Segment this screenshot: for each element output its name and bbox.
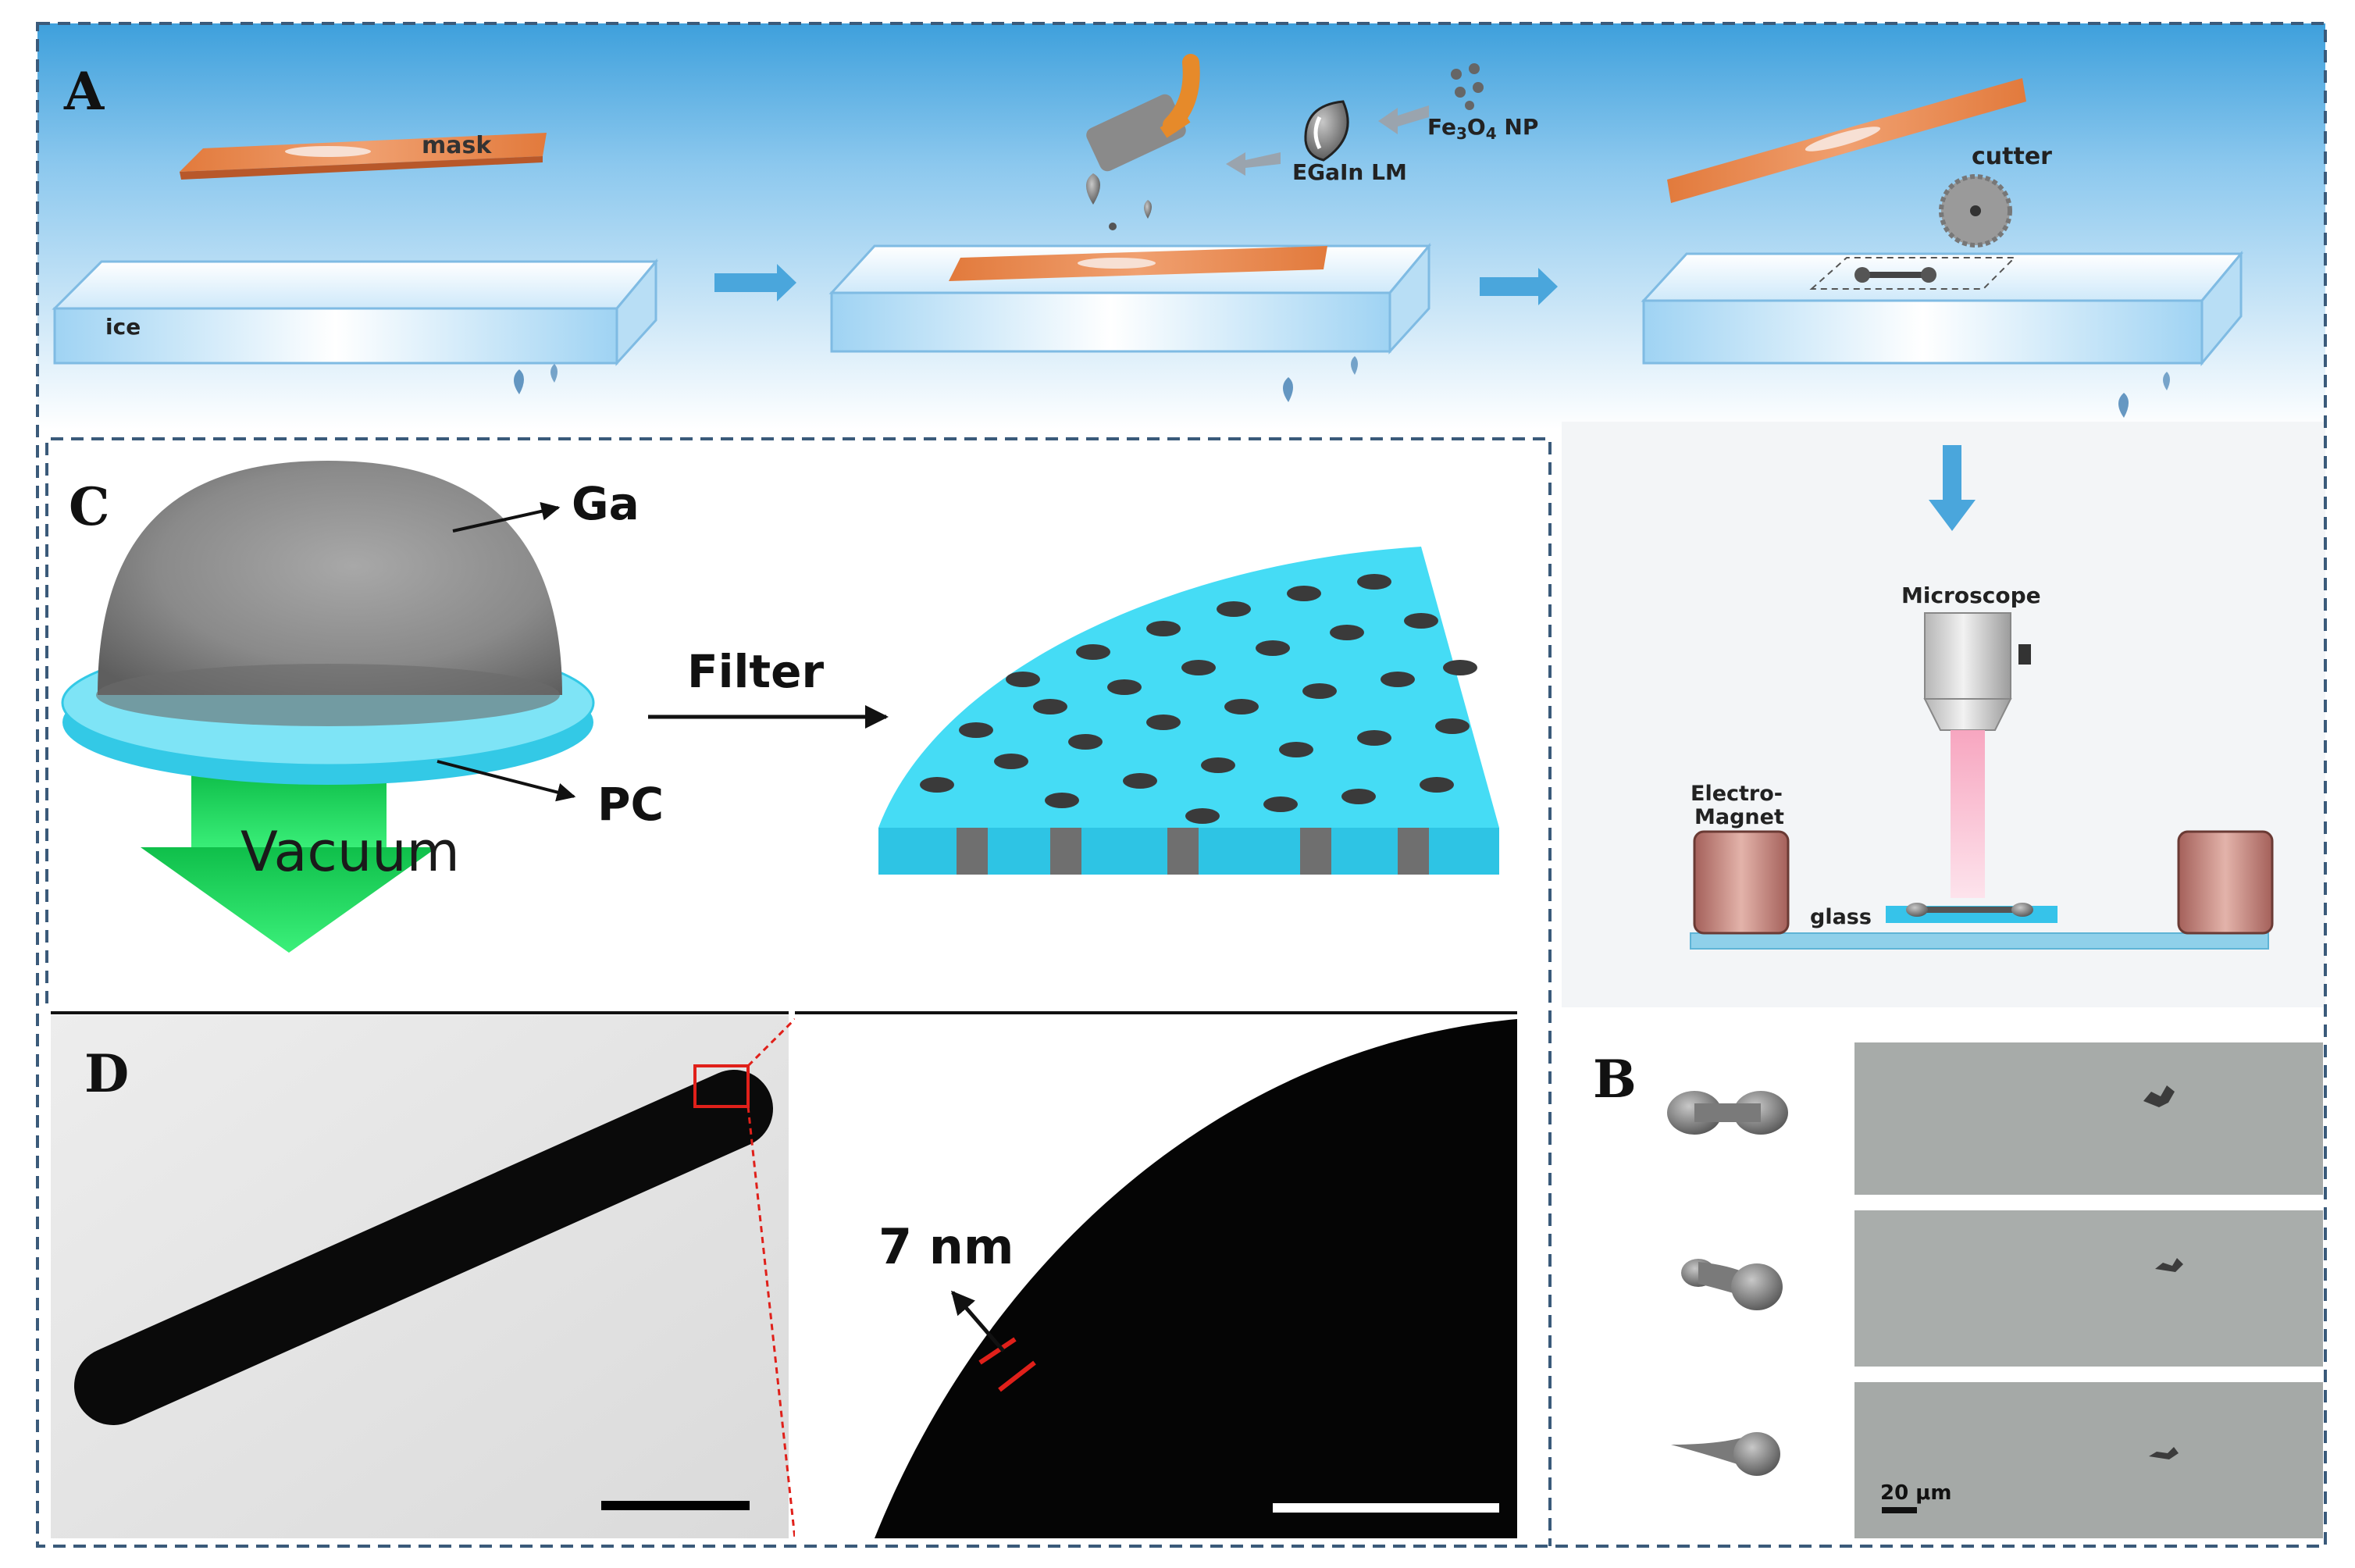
pc-pointer [436,760,576,802]
panel-a: A mask ice [37,23,2325,1007]
panel-c: C Vacuum Ga PC Filter [47,441,1546,1003]
step-arrow-1 [714,264,796,301]
panel-a-letter: A [63,61,105,122]
micrograph-1 [1854,1042,2323,1195]
panel-d: D 7 nm [51,1011,1517,1539]
filter-membrane [878,547,1499,875]
ga-label: Ga [572,477,640,530]
panel-frames [36,22,2327,1548]
filter-pores [920,574,1477,824]
micrograph-3 [1854,1382,2323,1538]
glass-slide [1690,932,2269,950]
egain-lm-label: EGaIn LM [1292,159,1407,185]
egain-droplet [1304,100,1349,162]
nanorod [74,1070,773,1425]
electromagnet-right [2177,830,2274,935]
ice-block-3 [1641,250,2244,367]
water-drops-2 [1283,356,1358,402]
filter-pore-columns [957,828,1429,875]
roller-brush [1086,54,1200,172]
shape-teardrop [1671,1432,1780,1476]
panel-c-letter: C [69,476,110,537]
thickness-marker-1 [978,1337,1017,1365]
step-arrow-2 [1480,268,1558,305]
ga-pointer [452,501,561,533]
shape-dumbbell [1667,1091,1788,1135]
step-arrow-down [1929,445,1976,531]
scale-bar-left [601,1501,750,1510]
microscope-setup: Microscope Electro- Magnet glass [1690,583,2274,950]
mask-sheet-3 [1667,78,2026,203]
particle-edge [875,1019,1517,1538]
zoom-box [693,1064,750,1108]
scale-bar-right [1273,1503,1499,1513]
arrow-lm-to-roller [1226,152,1281,176]
water-drops-1 [514,364,558,394]
arrow-np-to-lm [1378,105,1429,134]
fe3o4-np-label: Fe3O4 NP [1427,114,1538,143]
panel-b: B 20 μm [1562,1015,2325,1546]
ice-label: ice [105,314,141,340]
mask-label: mask [422,132,492,159]
cutter-wheel [1939,174,2012,248]
scale-bar-b-label: 20 μm [1880,1481,1951,1505]
mask-sheet-2 [949,246,1327,281]
glass-label: glass [1810,905,1872,929]
vacuum-arrow [141,773,437,953]
microscope-body [1924,612,2011,700]
electromagnet-label-2: Magnet [1694,805,1784,829]
mask-sheet-1: mask [180,132,547,180]
pc-label: PC [597,778,664,831]
filter-label: Filter [687,645,824,698]
ga-dome [98,461,562,695]
lm-droplets [1086,173,1152,230]
electromagnet-left [1693,830,1790,935]
electromagnet-label-1: Electro- [1691,782,1783,806]
fe3o4-particles [1451,63,1484,110]
light-beam [1951,730,1985,898]
cutter-label: cutter [1972,143,2052,170]
panel-b-letter: B [1593,1049,1637,1110]
thickness-label: 7 nm [878,1218,1014,1275]
panel-d-letter: D [84,1043,129,1104]
micrograph-2 [1854,1210,2323,1367]
vacuum-label: Vacuum [240,820,460,884]
shape-asymmetric [1681,1259,1783,1310]
microscope-label: Microscope [1901,583,2041,608]
water-drops-3 [2118,372,2170,418]
thickness-marker-2 [998,1360,1036,1392]
ice-block-1: ice [52,258,659,366]
scale-bar-b [1882,1507,1917,1513]
thickness-pointer [951,1290,1005,1352]
